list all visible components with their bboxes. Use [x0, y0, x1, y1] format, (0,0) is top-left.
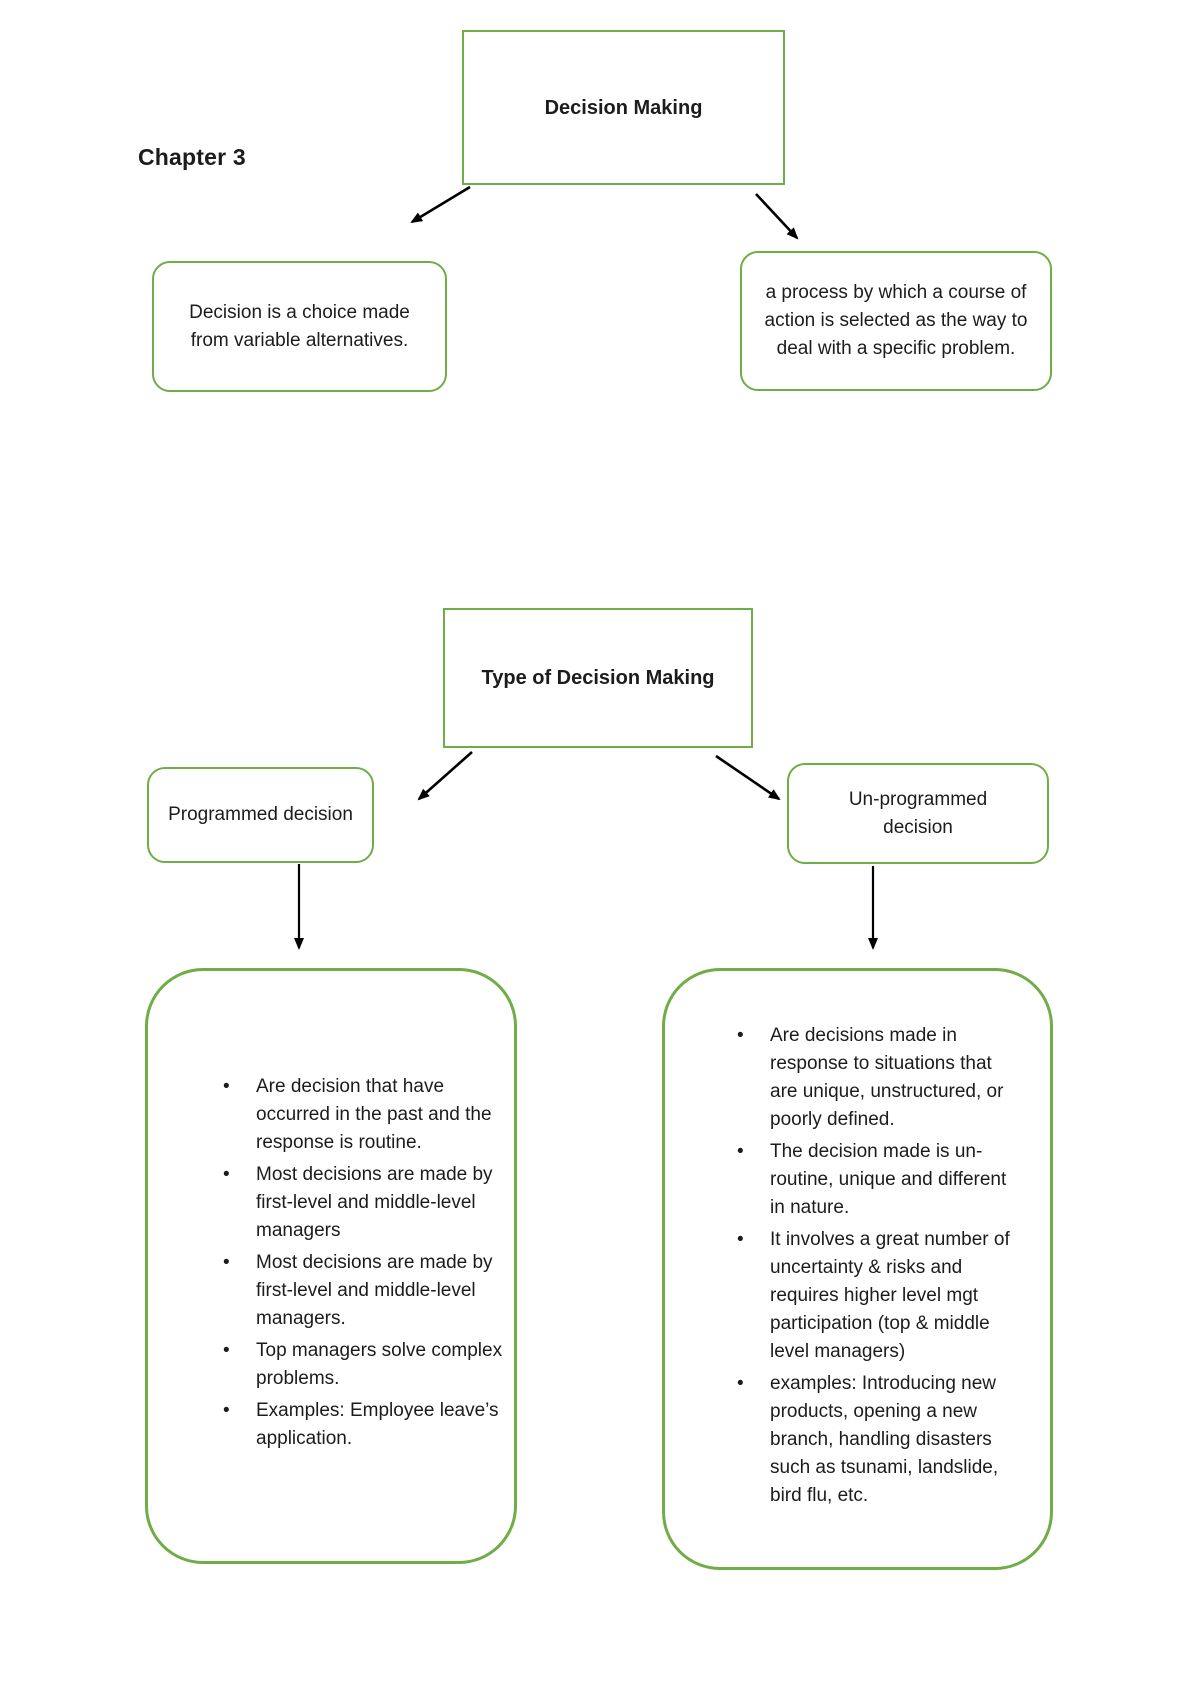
definition-right-text: a process by which a course of action is…	[764, 282, 1028, 359]
programmed-decision-label: Programmed decision	[168, 804, 353, 825]
definition-left-node: Decision is a choice made from variable …	[152, 261, 447, 392]
definition-right-node: a process by which a course of action is…	[740, 251, 1052, 391]
bullet-item: Most decisions are made by first-level a…	[223, 1161, 523, 1245]
bullet-item: examples: Introducing new products, open…	[737, 1370, 1022, 1510]
bullet-item: It involves a great number of uncertaint…	[737, 1226, 1022, 1366]
programmed-details-node: Are decision that have occurred in the p…	[145, 968, 517, 1564]
bullet-item: Examples: Employee leave’s application.	[223, 1397, 523, 1453]
bullet-item: Top managers solve complex problems.	[223, 1337, 523, 1393]
arrow-root-to-right-definition	[755, 193, 799, 240]
decision-making-node: Decision Making	[462, 30, 785, 185]
decision-making-title: Decision Making	[544, 96, 703, 119]
chapter-heading: Chapter 3	[138, 144, 246, 170]
bullet-item: Are decision that have occurred in the p…	[223, 1073, 523, 1157]
unprogrammed-decision-label: Un-programmed decision	[848, 788, 988, 838]
bullet-item: The decision made is un-routine, unique …	[737, 1138, 1022, 1222]
unprogrammed-decision-node: Un-programmed decision	[787, 763, 1049, 864]
bullet-item: Are decisions made in response to situat…	[737, 1022, 1022, 1134]
programmed-decision-node: Programmed decision	[147, 767, 374, 863]
type-of-decision-making-node: Type of Decision Making	[443, 608, 753, 748]
unprogrammed-details-node: Are decisions made in response to situat…	[662, 968, 1053, 1570]
bullet-item: Most decisions are made by first-level a…	[223, 1249, 523, 1333]
arrow-root-to-left-definition	[410, 185, 471, 224]
definition-left-text: Decision is a choice made from variable …	[189, 301, 410, 351]
programmed-bullet-list: Are decision that have occurred in the p…	[223, 1073, 523, 1457]
arrow-type-to-unprogrammed	[715, 754, 781, 801]
arrow-type-to-programmed	[417, 751, 473, 801]
type-of-decision-making-title: Type of Decision Making	[481, 667, 715, 689]
unprogrammed-bullet-list: Are decisions made in response to situat…	[737, 1022, 1022, 1514]
